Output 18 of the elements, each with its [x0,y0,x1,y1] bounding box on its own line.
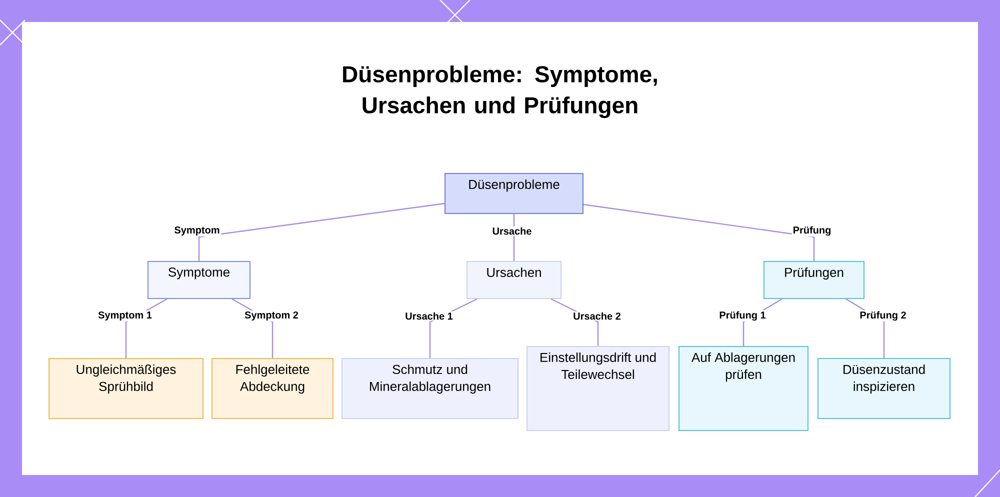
edge-label: Symptom 1 [97,310,153,322]
process-box: Symptome [148,261,251,299]
edge-label: Prüfung 1 [718,310,767,322]
edge-label: Prüfung 2 [858,310,908,322]
process-box: Schmutz und Mineralablagerungen [342,358,518,419]
process-box: Fehlgeleitete Abdeckung [212,358,334,419]
process-box: Einstellungsdrift und Teilewechsel [526,346,670,431]
connector [198,202,445,261]
process-box: Ursachen [466,261,562,299]
edge-label: Symptom 2 [244,310,300,322]
edge-label: Symptom [173,225,221,237]
process-box: Prüfungen [764,261,864,299]
process-box: Ungleichmäßiges Sprühbild [48,358,204,419]
process-box: Düsenprobleme [444,173,584,214]
connector [583,204,815,261]
process-box: Düsenzustand inspizieren [818,358,950,419]
process-box: Auf Ablagerungen prüfen [678,346,808,431]
title: Düsenprobleme: Symptome, Ursachen und Prüfungen [343,66,657,118]
